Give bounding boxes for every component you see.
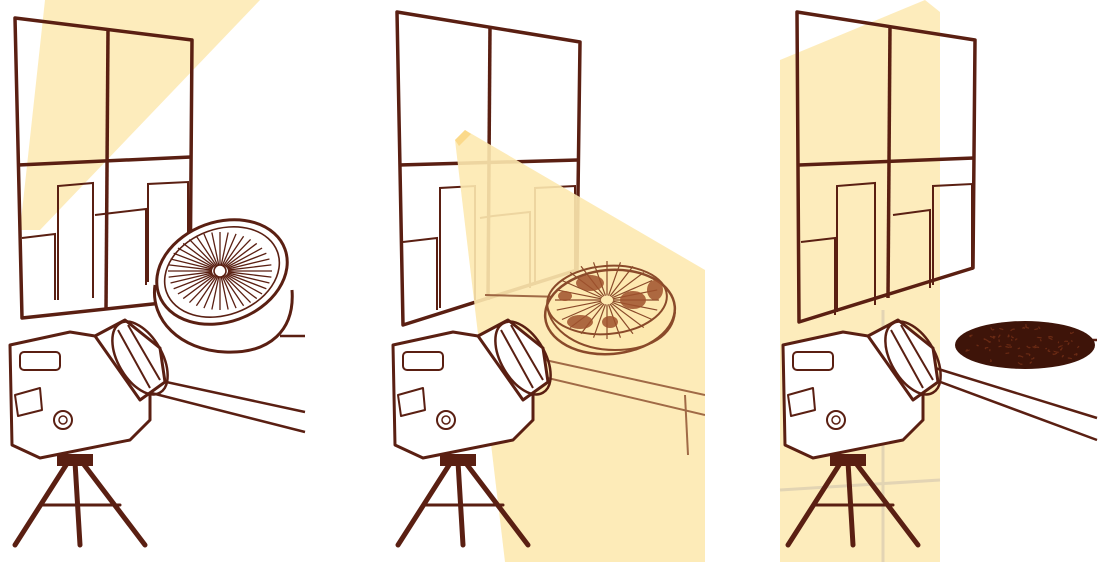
- dried-texture-stroke: [999, 346, 1002, 347]
- dried-texture-stroke: [977, 345, 979, 346]
- dried-texture-stroke: [1006, 347, 1009, 348]
- panel-dried-remains: [775, 0, 1103, 562]
- dried-texture-stroke: [1071, 341, 1072, 342]
- dried-texture-stroke: [1018, 348, 1020, 349]
- illustration-panel-1: [0, 0, 320, 562]
- dried-texture-stroke: [1068, 358, 1072, 359]
- dried-texture-stroke: [1076, 353, 1077, 355]
- dried-texture-stroke: [1046, 348, 1047, 349]
- illustration-panel-2: [385, 0, 705, 562]
- dried-texture-stroke: [1008, 335, 1009, 337]
- illustration-panel-3: [775, 0, 1103, 562]
- orange-half: [142, 202, 302, 352]
- tripod: [15, 455, 145, 545]
- dried-texture-stroke: [1009, 347, 1011, 348]
- panel-orange-half: [0, 0, 320, 562]
- dried-texture-stroke: [1007, 345, 1011, 346]
- dried-texture-stroke: [1006, 353, 1009, 354]
- panel-drying-slice: [385, 0, 705, 562]
- dried-texture-stroke: [966, 350, 968, 351]
- camera: [10, 312, 179, 458]
- dried-texture-stroke: [1058, 342, 1059, 343]
- dried-texture-stroke: [1053, 354, 1054, 355]
- dried-texture-stroke: [1026, 324, 1027, 326]
- sun-column: [780, 0, 940, 562]
- dried-orange-remains: [955, 321, 1095, 369]
